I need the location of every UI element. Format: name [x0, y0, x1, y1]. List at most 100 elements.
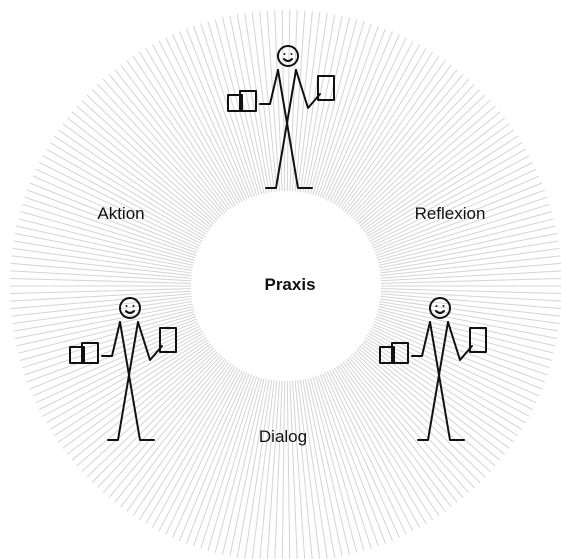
ray-line [348, 78, 470, 216]
ray-line [120, 361, 230, 508]
ray-line [236, 14, 270, 193]
ray-line [357, 105, 496, 225]
ray-line [132, 55, 234, 208]
ray-line [108, 358, 226, 499]
ray-line [379, 301, 559, 332]
ray-line [145, 47, 239, 205]
ray-line [32, 175, 200, 249]
ray-line [16, 225, 194, 266]
ray-line [370, 161, 533, 244]
ray-line [91, 89, 220, 219]
ray-line [86, 351, 218, 478]
ray-line [348, 356, 470, 494]
ray-line [22, 313, 196, 369]
ray-lines [10, 10, 561, 559]
ray-line [297, 12, 321, 192]
ray-line [207, 21, 260, 196]
eye-shape [125, 305, 128, 307]
ray-line [10, 262, 192, 279]
ray-line [331, 44, 421, 204]
smile-shape [125, 310, 135, 314]
ray-line [377, 211, 552, 261]
ray-line [71, 345, 213, 461]
ray-line [314, 376, 372, 549]
ray-line [379, 303, 558, 339]
ray-line [326, 371, 407, 535]
ray-line [126, 60, 232, 209]
ray-line [179, 373, 250, 541]
ray-line [138, 366, 236, 521]
paper-sheet-shape [391, 342, 409, 364]
ray-line [338, 55, 440, 208]
ray-line [10, 270, 192, 282]
ray-line [379, 233, 558, 269]
ray-line [365, 135, 519, 235]
ray-line [289, 10, 298, 192]
ray-line [378, 308, 554, 354]
ray-line [18, 218, 194, 264]
ray-line [97, 355, 222, 489]
ray-line [151, 368, 241, 528]
label-reflexion: Reflexion [414, 204, 486, 223]
ray-line [251, 12, 275, 192]
leg-right-shape [119, 321, 155, 441]
ray-line [20, 311, 195, 361]
ray-line [359, 345, 501, 461]
ray-line [222, 17, 265, 194]
ray-line [378, 218, 554, 264]
ray-line [102, 78, 224, 216]
ray-line [259, 11, 278, 192]
ray-line [380, 270, 561, 282]
ray-line [380, 290, 561, 302]
ray-line [62, 123, 210, 231]
ray-line [289, 380, 298, 559]
ray-line [114, 69, 228, 212]
ray-line [24, 316, 197, 376]
ray-line [344, 360, 458, 503]
ray-line [126, 363, 232, 512]
ray-line [12, 247, 192, 274]
paper-sheet-shape [69, 346, 85, 364]
ray-line [304, 378, 343, 557]
ray-line [39, 328, 202, 411]
ray-line [165, 37, 246, 201]
ray-line [39, 161, 202, 244]
ray-line [322, 31, 393, 199]
figure-bottom-right-icon [379, 297, 487, 441]
ray-line [12, 298, 192, 325]
ray-line [22, 203, 196, 259]
ray-line [309, 19, 358, 195]
ray-line [350, 83, 475, 217]
ray-line [380, 262, 561, 279]
paper-sheet-shape [239, 90, 257, 112]
ray-line [302, 379, 336, 558]
ray-line [244, 13, 273, 193]
ray-line [114, 360, 228, 503]
ray-line [324, 372, 400, 538]
ray-line [326, 37, 407, 201]
ray-line [364, 339, 514, 443]
ray-line [14, 303, 193, 339]
ray-line [29, 182, 199, 252]
ray-line [378, 225, 556, 266]
ray-line [364, 129, 514, 233]
ray-line [380, 277, 561, 284]
ray-line [377, 311, 552, 361]
ray-line [294, 380, 313, 559]
ray-line [307, 378, 350, 555]
eye-shape [290, 53, 293, 55]
ray-line [336, 366, 434, 521]
paper-sheet-shape [227, 94, 243, 112]
head-shape [119, 297, 141, 319]
ray-line [344, 69, 458, 212]
ray-line [97, 83, 222, 217]
ray-line [179, 31, 250, 199]
ray-line [369, 330, 530, 417]
ray-line [286, 10, 291, 192]
ray-line [354, 94, 486, 221]
head-shape [429, 297, 451, 319]
ray-line [32, 323, 200, 397]
ray-line [319, 28, 386, 198]
